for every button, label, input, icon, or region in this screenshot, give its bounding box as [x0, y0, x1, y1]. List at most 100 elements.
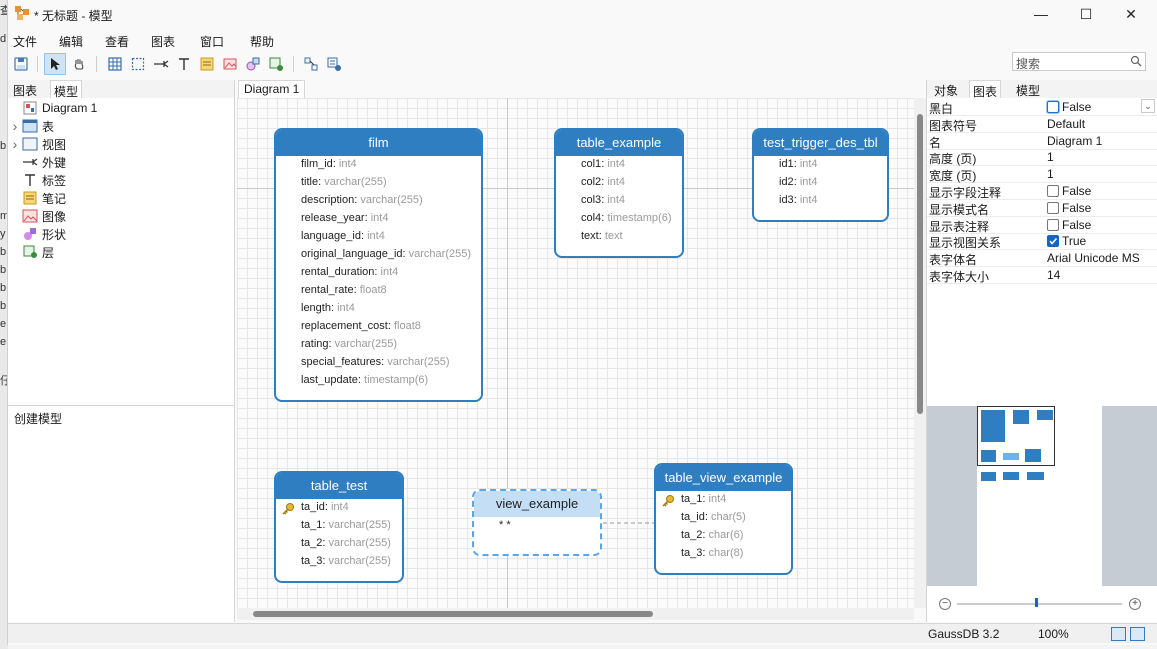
entity-field[interactable]: title: varchar(255)	[301, 176, 387, 188]
minimap-viewport[interactable]	[977, 406, 1055, 466]
entity-title[interactable]: table_example	[556, 130, 682, 156]
tab-model-properties[interactable]: 模型	[1016, 84, 1041, 98]
zoom-out-button[interactable]: −	[939, 598, 951, 610]
entity-field[interactable]: release_year: int4	[301, 212, 388, 224]
zoom-slider[interactable]	[957, 603, 1122, 605]
entity-field[interactable]: ta_2: char(6)	[681, 529, 743, 541]
property-value[interactable]: 1	[1047, 150, 1054, 164]
entity-field[interactable]: col4: timestamp(6)	[581, 212, 672, 224]
diagram-canvas[interactable]: film film_id: int4 title: varchar(255) desc…	[237, 98, 914, 608]
entity-field[interactable]: ta_3: char(8)	[681, 547, 743, 559]
entity-title[interactable]: view_example	[474, 491, 600, 517]
layout-single-button[interactable]	[1111, 627, 1126, 641]
vertical-scroll-thumb[interactable]	[917, 114, 923, 414]
new-shape-button[interactable]	[242, 53, 264, 75]
entity-field[interactable]: original_language_id: varchar(255)	[301, 248, 471, 260]
chevron-down-icon[interactable]: ⌄	[1141, 99, 1155, 113]
entity-field[interactable]: special_features: varchar(255)	[301, 356, 450, 368]
horizontal-scroll-thumb[interactable]	[253, 611, 653, 617]
property-value[interactable]: 1	[1047, 167, 1054, 181]
tab-diagram-properties[interactable]: 图表	[969, 80, 1002, 99]
entity-field[interactable]: description: varchar(255)	[301, 194, 423, 206]
zoom-slider-thumb[interactable]	[1034, 598, 1038, 607]
entity-field[interactable]: col1: int4	[581, 158, 625, 170]
pointer-tool-button[interactable]	[44, 53, 66, 75]
entity-field[interactable]: * *	[499, 519, 511, 531]
chevron-right-icon[interactable]: ›	[12, 118, 18, 134]
entity-field[interactable]: ta_1: varchar(255)	[301, 519, 391, 531]
tab-diagram-1[interactable]: Diagram 1	[238, 80, 306, 98]
entity-field[interactable]: rating: varchar(255)	[301, 338, 397, 350]
entity-field[interactable]: ta_2: varchar(255)	[301, 537, 391, 549]
table-entity[interactable]: film film_id: int4 title: varchar(255) desc…	[274, 128, 483, 402]
title-bar[interactable]: * 无标题 - 模型 — ☐ ✕	[8, 0, 1157, 28]
tree-item[interactable]: 层	[8, 243, 54, 261]
new-image-button[interactable]	[219, 53, 241, 75]
new-note-button[interactable]	[196, 53, 218, 75]
entity-field[interactable]: rental_rate: float8	[301, 284, 387, 296]
property-row[interactable]: 高度 (页)1	[927, 149, 1157, 167]
tab-model[interactable]: 模型	[50, 80, 83, 99]
layout-split-button[interactable]	[1130, 627, 1145, 641]
zoom-in-button[interactable]: +	[1129, 598, 1141, 610]
sync-button[interactable]	[323, 53, 345, 75]
new-layer-button[interactable]	[265, 53, 287, 75]
entity-field[interactable]: id2: int4	[779, 176, 818, 188]
view-entity[interactable]: view_example * *	[472, 489, 602, 556]
property-value[interactable]: Arial Unicode MS	[1047, 251, 1140, 265]
tree-item[interactable]: 外键	[8, 153, 66, 171]
maximize-button[interactable]: ☐	[1063, 0, 1109, 28]
entity-field[interactable]: ta_3: varchar(255)	[301, 555, 391, 567]
property-value[interactable]: Diagram 1	[1047, 134, 1102, 148]
entity-field[interactable]: ta_id: int4	[301, 501, 349, 513]
search-icon[interactable]	[1130, 55, 1142, 67]
new-view-button[interactable]	[127, 53, 149, 75]
new-foreign-key-button[interactable]	[150, 53, 172, 75]
entity-field[interactable]: col3: int4	[581, 194, 625, 206]
search-input[interactable]: 搜索	[1012, 52, 1146, 71]
entity-field[interactable]: length: int4	[301, 302, 355, 314]
entity-field[interactable]: id3: int4	[779, 194, 818, 206]
checkbox-unchecked[interactable]	[1047, 201, 1059, 214]
tree-item[interactable]: 图像	[8, 207, 66, 225]
property-value[interactable]: False	[1047, 100, 1091, 114]
minimap[interactable]	[927, 406, 1157, 586]
entity-field[interactable]: text: text	[581, 230, 623, 242]
entity-field[interactable]: last_update: timestamp(6)	[301, 374, 428, 386]
save-button[interactable]	[10, 53, 32, 75]
table-entity[interactable]: table_test ta_id: int4 ta_1: varchar(255) t…	[274, 471, 404, 583]
entity-field[interactable]: film_id: int4	[301, 158, 357, 170]
property-value[interactable]: False	[1047, 184, 1091, 198]
property-value[interactable]: Default	[1047, 117, 1085, 131]
tree-item[interactable]: ›视图	[8, 135, 66, 153]
checkbox-checked[interactable]	[1047, 235, 1059, 248]
entity-field[interactable]: id1: int4	[779, 158, 818, 170]
menu-file[interactable]: 文件	[13, 35, 38, 49]
tab-diagram[interactable]: 图表	[13, 84, 38, 98]
menu-diagram[interactable]: 图表	[151, 35, 176, 49]
entity-title[interactable]: table_test	[276, 473, 402, 499]
property-value[interactable]: False	[1047, 201, 1091, 215]
vertical-scrollbar[interactable]	[914, 98, 926, 608]
entity-title[interactable]: table_view_example	[656, 465, 791, 491]
tree-item[interactable]: 形状	[8, 225, 66, 243]
tree-item[interactable]: Diagram 1	[8, 99, 97, 117]
property-row[interactable]: 宽度 (页)1	[927, 166, 1157, 184]
menu-view[interactable]: 查看	[105, 35, 130, 49]
tree-item[interactable]: 标签	[8, 171, 66, 189]
checkbox-unchecked[interactable]	[1047, 218, 1059, 231]
entity-title[interactable]: film	[276, 130, 481, 156]
tree-item[interactable]: ›表	[8, 117, 54, 135]
tree-item[interactable]: 笔记	[8, 189, 66, 207]
